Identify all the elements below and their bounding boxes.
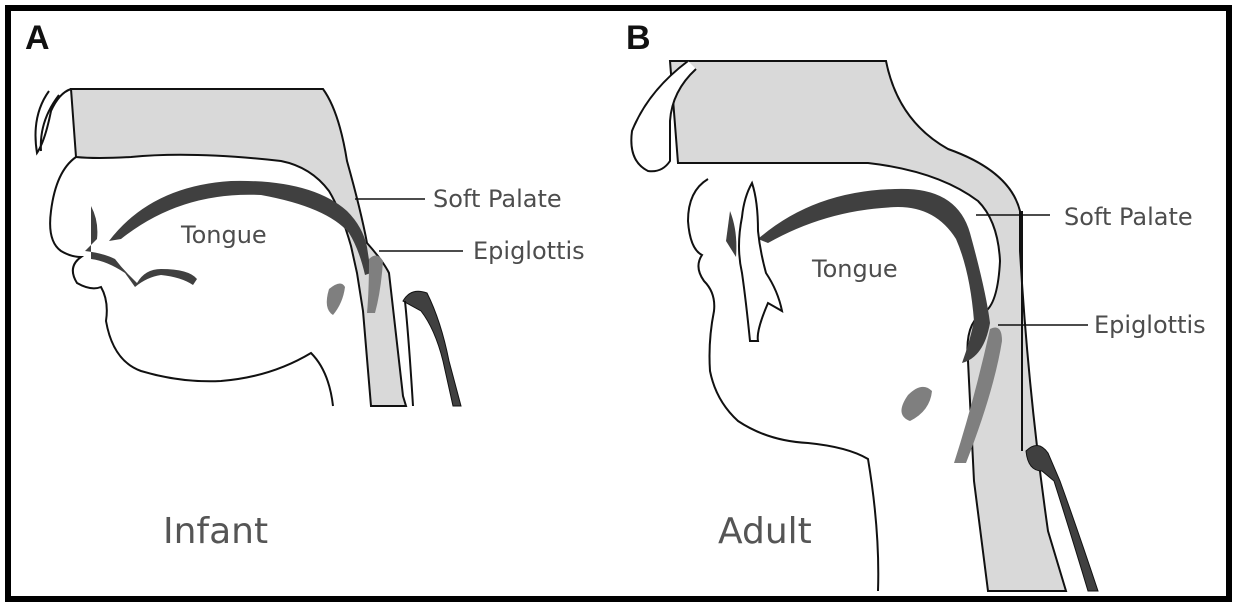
epiglottis-label-a: Epiglottis: [473, 237, 585, 265]
caption-infant: Infant: [163, 511, 268, 552]
adult-airway-diagram: Tongue Soft Palate Epiglottis: [618, 11, 1225, 596]
panel-letter-b: B: [626, 19, 651, 58]
tongue-label-a: Tongue: [180, 221, 267, 249]
adult-incisors: [739, 183, 782, 341]
caption-adult: Adult: [718, 511, 812, 552]
infant-hyoid: [327, 283, 345, 315]
panel-letter-a: A: [25, 19, 50, 58]
soft-palate-label-a: Soft Palate: [433, 185, 562, 213]
panel-infant: A Tongue Soft Palate Epiglo: [11, 11, 618, 596]
adult-hyoid: [901, 387, 932, 421]
soft-palate-label-b: Soft Palate: [1064, 203, 1193, 231]
epiglottis-label-b: Epiglottis: [1094, 311, 1206, 339]
figure-frame: A Tongue Soft Palate Epiglo: [5, 5, 1232, 602]
tongue-label-b: Tongue: [811, 255, 898, 283]
infant-airway-diagram: Tongue Soft Palate Epiglottis: [11, 11, 618, 596]
panel-adult: B Tongue Soft Palate Epiglo: [618, 11, 1225, 596]
